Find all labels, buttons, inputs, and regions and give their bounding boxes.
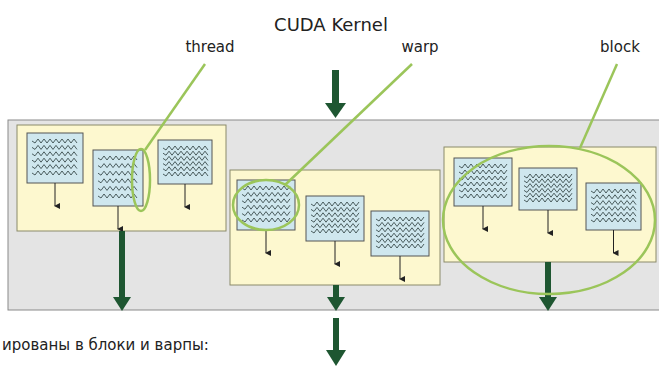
thread-wave bbox=[524, 184, 572, 188]
warp-box bbox=[586, 183, 641, 230]
thread-wave bbox=[32, 171, 77, 175]
flow-arrowhead bbox=[325, 103, 346, 118]
thread-wave bbox=[242, 205, 290, 209]
thread-wave bbox=[459, 176, 507, 180]
warp-box bbox=[158, 140, 212, 184]
thread-wave bbox=[591, 195, 636, 199]
warp-arrow bbox=[548, 210, 549, 233]
thread-wave bbox=[376, 228, 424, 232]
thread-wave bbox=[376, 239, 424, 243]
thread-wave bbox=[242, 199, 290, 203]
block-box bbox=[230, 170, 440, 285]
warp-box bbox=[519, 168, 577, 210]
warp-box bbox=[237, 180, 295, 230]
thread-wave bbox=[32, 145, 77, 149]
thread-wave bbox=[524, 193, 572, 197]
warp-arrow bbox=[55, 183, 56, 206]
thread-wave bbox=[163, 162, 208, 166]
thread-wave bbox=[591, 218, 636, 222]
block-box bbox=[17, 125, 226, 231]
thread-wave bbox=[98, 156, 137, 160]
callouts bbox=[132, 64, 655, 294]
thread-wave bbox=[524, 179, 572, 183]
thread-wave bbox=[163, 151, 208, 155]
thread-wave bbox=[459, 194, 507, 198]
thread-wave bbox=[591, 212, 636, 216]
thread-wave bbox=[32, 139, 77, 143]
thread-wave bbox=[163, 156, 208, 160]
thread-wave bbox=[311, 224, 359, 228]
warp-arrow bbox=[483, 206, 484, 229]
thread-wave bbox=[32, 152, 77, 156]
block-box bbox=[444, 147, 656, 262]
thread-wave bbox=[242, 186, 290, 190]
thread-wave bbox=[591, 201, 636, 205]
thread-wave bbox=[376, 244, 424, 248]
thread-wave bbox=[591, 189, 636, 193]
warp-arrow bbox=[118, 206, 119, 229]
thread-wave bbox=[163, 172, 208, 176]
flow-arrow bbox=[332, 70, 339, 104]
warp-arrow bbox=[266, 230, 267, 253]
warp-box bbox=[306, 196, 364, 241]
warp-arrow bbox=[335, 241, 336, 264]
thread-wave bbox=[242, 192, 290, 196]
thread-wave bbox=[524, 174, 572, 178]
thread-wave bbox=[311, 202, 359, 206]
thread-wave bbox=[459, 188, 507, 192]
thread-wave bbox=[98, 164, 137, 168]
thread-wave bbox=[311, 218, 359, 222]
thread-wave bbox=[163, 167, 208, 171]
thread-wave bbox=[376, 217, 424, 221]
warp-box bbox=[371, 211, 429, 256]
thread-wave bbox=[311, 207, 359, 211]
thread-wave bbox=[311, 229, 359, 233]
warp-arrow bbox=[400, 256, 401, 279]
callout-label: thread bbox=[185, 38, 234, 56]
thread-wave bbox=[98, 194, 137, 198]
warp-arrow bbox=[613, 230, 614, 253]
thread-wave bbox=[524, 188, 572, 192]
thread-wave bbox=[242, 218, 290, 222]
thread-wave bbox=[459, 164, 507, 168]
thread-wave bbox=[376, 233, 424, 237]
thread-wave bbox=[32, 165, 77, 169]
thread-wave bbox=[459, 182, 507, 186]
callout-label: block bbox=[600, 38, 640, 56]
thread-wave bbox=[163, 146, 208, 150]
thread-wave bbox=[524, 198, 572, 202]
callout-label: ированы в блоки и варпы: bbox=[2, 336, 209, 354]
thread-wave bbox=[591, 206, 636, 210]
warp-box bbox=[454, 158, 512, 206]
callout-label: warp bbox=[401, 38, 438, 56]
diagram-title: CUDA Kernel bbox=[274, 14, 388, 36]
kernel-band bbox=[8, 120, 659, 310]
thread-wave bbox=[32, 158, 77, 162]
thread-wave bbox=[376, 222, 424, 226]
warp-box bbox=[27, 133, 83, 183]
thread-wave bbox=[242, 212, 290, 216]
warp-arrow bbox=[185, 184, 186, 207]
thread-wave bbox=[311, 213, 359, 217]
